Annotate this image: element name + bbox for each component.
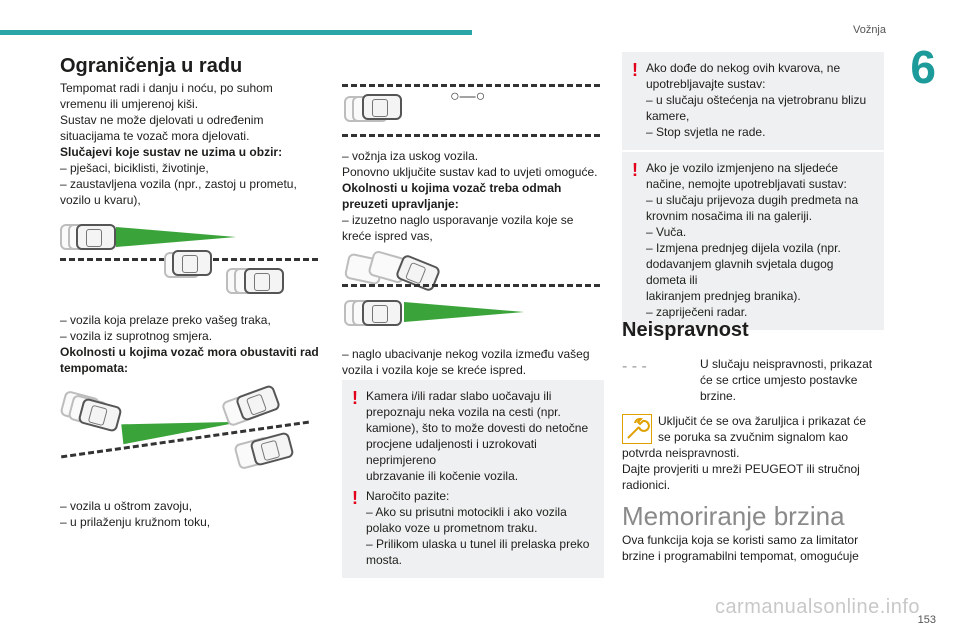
warning-icon: ! <box>352 388 358 408</box>
text-line: Ova funkcija koja se koristi samo za lim… <box>622 533 859 547</box>
fault-section: Neispravnost <box>622 319 884 341</box>
warning-text: upotrebljavajte sustav: <box>646 77 766 91</box>
list-item: – vozila u oštrom zavoju, <box>60 499 193 513</box>
warning-text: – Izmjena prednjeg dijela vozila (npr. <box>646 241 841 255</box>
memory-section: Memoriranje brzina Ova funkcija koja se … <box>622 501 884 564</box>
warning-text: Kamera i/ili radar slabo uočavaju ili <box>366 389 552 403</box>
warning-text: načine, nemojte upotrebljavati sustav: <box>646 177 847 191</box>
subheading-stop: Okolnosti u kojima vozač mora obustaviti… <box>60 345 319 359</box>
list-item: – pješaci, biciklisti, životinje, <box>60 161 209 175</box>
text-line: brzine. <box>700 389 737 403</box>
wrench-icon <box>622 414 652 444</box>
list-item: – izuzetno naglo usporavanje vozila koje… <box>342 213 574 227</box>
warning-text: – u slučaju prijevoza dugih predmeta na <box>646 193 859 207</box>
subheading-cases: Slučajevi koje sustav ne uzima u obzir: <box>60 145 283 159</box>
warning-text: dodavanjem glavnih svjetala dugog dometa… <box>646 257 834 287</box>
warning-text: Ako dođe do nekog ovih kvarova, ne <box>646 61 841 75</box>
warning-text: mosta. <box>366 553 403 567</box>
text-line: Tempomat radi i danju i noću, po suhom <box>60 81 273 95</box>
warning-box-camera: ! Kamera i/ili radar slabo uočavaju ili … <box>342 380 604 494</box>
speed-display-icon: - - - <box>622 358 692 382</box>
section-label: Vožnja <box>852 24 886 36</box>
text-line: radionici. <box>622 478 671 492</box>
text-line: potvrda neispravnosti. <box>622 446 740 460</box>
top-accent-bar <box>0 30 472 35</box>
subheading-manage: preuzeti upravljanje: <box>342 197 459 211</box>
warning-text: lakiranjem prednjeg branika). <box>646 289 801 303</box>
warning-box-modifications: ! Ako je vozilo izmjenjeno na sljedeće n… <box>622 152 884 330</box>
text-line: Dajte provjeriti u mreži PEUGEOT ili str… <box>622 462 860 476</box>
warning-text: polako voze u prometnom traku. <box>366 521 538 535</box>
warning-text: procjene udaljenosti i uzrokovati neprim… <box>366 437 537 467</box>
text-line: Sustav ne može djelovati u određenim <box>60 113 264 127</box>
subheading-stop: tempomata: <box>60 361 129 375</box>
column-1-end: – vozila u oštrom zavoju, – u prilaženju… <box>60 498 322 530</box>
illustration-cut-in <box>342 249 604 332</box>
warning-icon: ! <box>632 160 638 180</box>
warning-text: – Stop svjetla ne rade. <box>646 125 766 139</box>
warning-text: – Ako su prisutni motocikli i ako vozila <box>366 505 567 519</box>
warning-text: krovnim nosačima ili na galeriji. <box>646 209 813 223</box>
warning-text: kamere, <box>646 109 690 123</box>
warning-icon: ! <box>632 60 638 80</box>
text-line: vozila i vozila koje se kreće ispred. <box>342 363 527 377</box>
warning-text: Naročito pazite: <box>366 489 450 503</box>
text-line: U slučaju neispravnosti, prikazat <box>700 357 873 371</box>
section-title-memory: Memoriranje brzina <box>622 501 845 531</box>
warning-text: – zapriječeni radar. <box>646 305 748 319</box>
chapter-number: 6 <box>910 41 936 93</box>
column-1: Ograničenja u radu Tempomat radi i danju… <box>60 55 322 208</box>
text-line: Ponovno uključite sustav kad to uvjeti o… <box>342 165 598 179</box>
illustration-sharp-bend <box>59 383 322 476</box>
text-line: brzine i programabilni tempomat, omoguću… <box>622 549 859 563</box>
list-item: – vozila iz suprotnog smjera. <box>60 329 213 343</box>
section-title-limits: Ograničenja u radu <box>60 55 243 77</box>
list-item: – zaustavljena vozila (npr., zastoj u pr… <box>60 177 297 191</box>
warning-text: – Vuča. <box>646 225 687 239</box>
list-item: – naglo ubacivanje nekog vozila između v… <box>342 347 590 361</box>
column-1-cont: – vozila koja prelaze preko vašeg traka,… <box>60 312 322 376</box>
speed-dashes: - - - <box>622 358 647 375</box>
fault-text-2: Uključit će se ova žaruljica i prikazat … <box>622 413 884 493</box>
illustration-lane-crossing <box>60 222 322 304</box>
warning-box-faults: ! Ako dođe do nekog ovih kvarova, ne upo… <box>622 52 884 150</box>
warning-text: kamione), što to može dovesti do netočne <box>366 421 589 435</box>
page-number: 153 <box>917 614 936 626</box>
list-item: – vožnja iza uskog vozila. <box>342 149 479 163</box>
list-item: vozilo u kvaru), <box>60 193 141 207</box>
text-line: će se crtice umjesto postavke <box>700 373 858 387</box>
column-2-top: – vožnja iza uskog vozila. Ponovno uklju… <box>342 148 604 244</box>
warning-text: – Prilikom ulaska u tunel ili prelaska p… <box>366 537 590 551</box>
text-line: Uključit će se ova žaruljica i prikazat … <box>658 414 867 428</box>
list-item: – u prilaženju kružnom toku, <box>60 515 211 529</box>
illustration-narrow-vehicle: ○—○ <box>342 80 604 138</box>
fault-text-1: U slučaju neispravnosti, prikazat će se … <box>700 356 882 404</box>
warning-text: – u slučaju oštećenja na vjetrobranu bli… <box>646 93 867 107</box>
section-title-fault: Neispravnost <box>622 319 749 341</box>
column-2-mid: – naglo ubacivanje nekog vozila između v… <box>342 346 604 378</box>
watermark: carmanualsonline.info <box>714 596 920 618</box>
text-line: situacijama te vozač mora djelovati. <box>60 129 250 143</box>
text-line: vremenu ili umjerenoj kiši. <box>60 97 199 111</box>
subheading-manage: Okolnosti u kojima vozač treba odmah <box>342 181 562 195</box>
warning-text: Ako je vozilo izmjenjeno na sljedeće <box>646 161 839 175</box>
warning-icon: ! <box>352 488 358 508</box>
text-line: se poruka sa zvučnim signalom kao <box>658 430 849 444</box>
warning-box-attention: ! Naročito pazite: – Ako su prisutni mot… <box>342 480 604 578</box>
warning-text: prepoznaju neka vozila na cesti (npr. <box>366 405 561 419</box>
warning-text: ubrzavanje ili kočenje vozila. <box>366 469 519 483</box>
list-item: kreće ispred vas, <box>342 229 433 243</box>
list-item: – vozila koja prelaze preko vašeg traka, <box>60 313 271 327</box>
